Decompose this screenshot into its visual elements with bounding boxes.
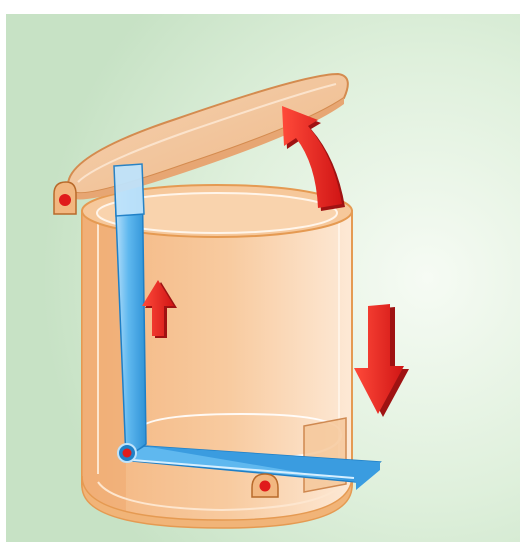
rod-pivot-dot — [123, 449, 132, 458]
illustration-panel — [6, 14, 520, 542]
pedal-pivot-bracket — [252, 474, 278, 497]
lift-rod-top — [114, 164, 144, 216]
pedal-bin-diagram — [6, 14, 520, 542]
pedal-pivot-dot — [260, 481, 271, 492]
lid-hinge-dot — [59, 194, 71, 206]
